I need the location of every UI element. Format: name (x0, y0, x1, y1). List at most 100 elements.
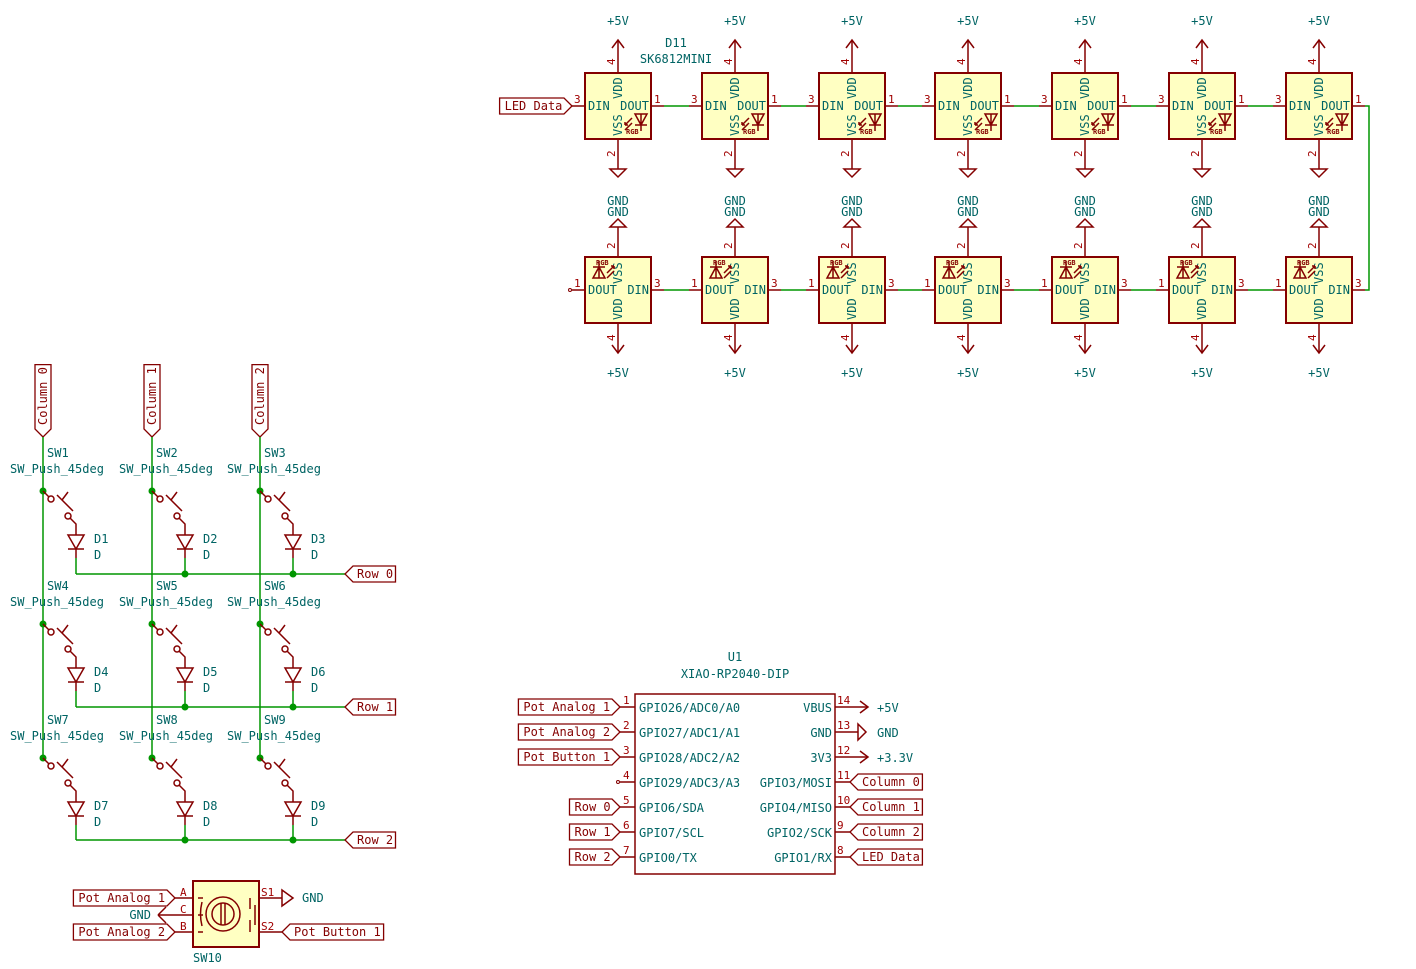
label-shape (34, 363, 52, 438)
switch-value: SW_Push_45deg (10, 595, 104, 609)
pin-number: 4 (605, 58, 618, 65)
label-shape (498, 97, 573, 115)
pin-name: DOUT (1055, 283, 1084, 297)
rgb-led-icon: RGB (1058, 259, 1082, 279)
pin-number: 1 (1004, 93, 1011, 106)
ground: GND (607, 194, 629, 228)
pin-name: GPIO3/MOSI (760, 776, 832, 790)
pin-name: VBUS (803, 701, 832, 715)
pin-name: DOUT (938, 283, 967, 297)
knob-shaft (220, 903, 226, 925)
led-glyph (1334, 113, 1350, 131)
pin-number: 8 (837, 844, 844, 857)
label-text: LED Data (505, 99, 563, 113)
pin-name: VDD (961, 298, 975, 320)
junction-dot (289, 570, 297, 578)
net-label: LED Data (849, 848, 924, 866)
power-arrow-icon (961, 38, 975, 49)
light-arrows (858, 117, 867, 131)
ground: GND (1074, 194, 1096, 228)
pin-number: 4 (1306, 334, 1319, 341)
column-label-1: Column 1 (143, 363, 161, 438)
power-5v: +5V (1191, 344, 1213, 380)
pin-number: 1 (771, 93, 778, 106)
power-5v: +5V (1191, 14, 1213, 49)
junction-dot (181, 703, 189, 711)
switch-contact (64, 512, 72, 520)
pin-number: 2 (955, 150, 968, 157)
pin-number: 4 (1189, 334, 1202, 341)
encoder-contacts (198, 897, 203, 933)
led-body (818, 256, 886, 324)
diode-icon (66, 667, 86, 691)
ground-icon (608, 168, 628, 179)
encoder-body (192, 880, 260, 948)
pin-name: GPIO27/ADC1/A1 (639, 726, 740, 740)
led-data-label: LED Data (498, 97, 573, 115)
power-arrow-icon (1312, 344, 1326, 355)
pin-number: 1 (654, 93, 661, 106)
switch-reference: SW6 (264, 579, 286, 593)
pin-number: 2 (839, 242, 852, 249)
pin-name: DIN (1094, 283, 1116, 297)
pin-number: 3 (654, 277, 661, 290)
label-shape (568, 823, 621, 841)
pin-name: 3V3 (810, 751, 832, 765)
switch-lead (42, 623, 50, 631)
rgb-led-icon: RGB (1325, 113, 1350, 136)
rgb-text: RGB (1180, 259, 1193, 267)
switch-contact (47, 628, 55, 636)
switch-contact (264, 628, 272, 636)
pin-name: DIN (861, 283, 883, 297)
label-shape (517, 723, 621, 741)
pin-name: VDD (728, 298, 742, 320)
power-arrow-icon (859, 750, 870, 764)
rgb-led-icon: RGB (825, 259, 849, 279)
pin-name: GPIO28/ADC2/A2 (639, 751, 740, 765)
ground-icon (842, 168, 862, 179)
rgb-text: RGB (1297, 259, 1310, 267)
pin-number: 2 (955, 242, 968, 249)
gnd-label: GND (607, 194, 629, 208)
power-5v: +5V (607, 344, 629, 380)
pin-number: 1 (1275, 277, 1282, 290)
power-label: +5V (607, 366, 629, 380)
power-label: +5V (724, 366, 746, 380)
diode-reference: D3 (311, 532, 325, 546)
pot-analog-2-label: Pot Analog 2 (72, 923, 176, 941)
switch-reference: SW2 (156, 446, 178, 460)
pin-number: 2 (722, 242, 735, 249)
power-label: +5V (841, 14, 863, 28)
light-arrows (840, 265, 849, 279)
rgb-text: RGB (976, 128, 989, 136)
switch-value: SW_Push_45deg (227, 729, 321, 743)
pin-number: 4 (1072, 334, 1085, 341)
switch-value: SW_Push_45deg (227, 595, 321, 609)
net-label: Column 0 (849, 773, 924, 791)
label-text: Pot Analog 2 (78, 925, 165, 939)
diode-value: D (94, 681, 101, 695)
pin-number: 2 (1306, 242, 1319, 249)
diode-value: D (203, 548, 210, 562)
switch-contact (64, 779, 72, 787)
gnd-label: GND (1074, 194, 1096, 208)
pin-name: DOUT (1204, 99, 1233, 113)
pin-number: 3 (574, 93, 581, 106)
switch-lead (286, 517, 294, 535)
junction-dot (181, 570, 189, 578)
pin-number: 1 (574, 277, 581, 290)
gnd-label: GND (302, 891, 324, 905)
power-label: +5V (1308, 14, 1330, 28)
pin-number: 5 (623, 794, 630, 807)
pin-name: B (180, 920, 187, 933)
power-arrow-icon (611, 38, 625, 49)
ground: GND (1308, 194, 1330, 228)
switch-contact (156, 495, 164, 503)
